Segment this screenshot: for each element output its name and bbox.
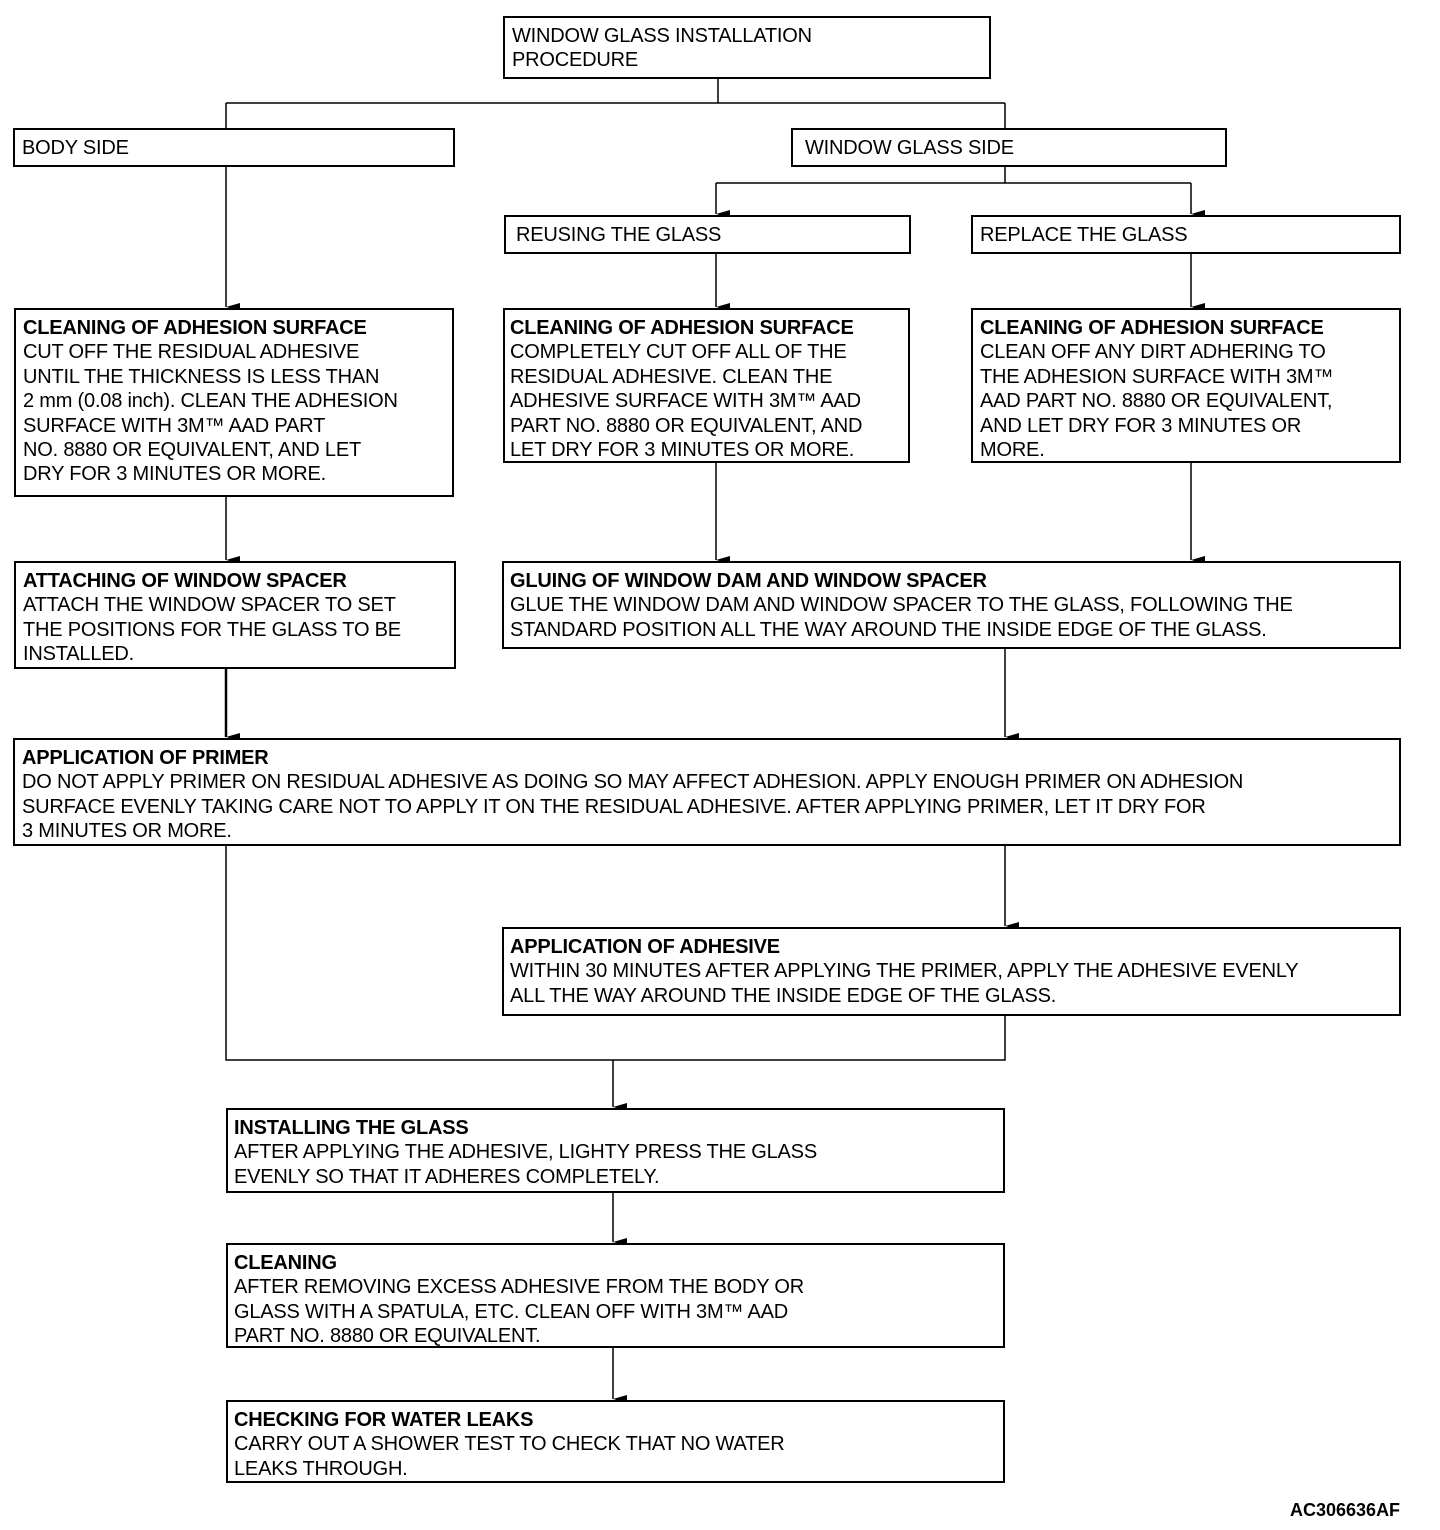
clean-body-heading: CLEANING OF ADHESION SURFACE xyxy=(23,317,367,339)
merge-connector xyxy=(225,845,1006,1061)
clean-replace-text: CLEAN OFF ANY DIRT ADHERING TO THE ADHES… xyxy=(980,341,1334,462)
title-text: WINDOW GLASS INSTALLATION PROCEDURE xyxy=(512,25,812,72)
primer-heading: APPLICATION OF PRIMER xyxy=(22,747,269,769)
cleaning-text: AFTER REMOVING EXCESS ADHESIVE FROM THE … xyxy=(234,1276,804,1348)
glass-side-split xyxy=(716,166,1191,184)
adhesive-heading: APPLICATION OF ADHESIVE xyxy=(510,936,780,958)
title-box: WINDOW GLASS INSTALLATION PROCEDURE xyxy=(503,16,991,79)
gluing-heading: GLUING OF WINDOW DAM AND WINDOW SPACER xyxy=(510,570,987,592)
spacer-heading: ATTACHING OF WINDOW SPACER xyxy=(23,570,347,592)
spacer-text: ATTACH THE WINDOW SPACER TO SET THE POSI… xyxy=(23,594,401,666)
primer-text: DO NOT APPLY PRIMER ON RESIDUAL ADHESIVE… xyxy=(22,771,1244,843)
clean-reuse-heading: CLEANING OF ADHESION SURFACE xyxy=(510,317,854,339)
cleaning-heading: CLEANING xyxy=(234,1252,337,1274)
figure-code: AC306636AF xyxy=(1290,1500,1401,1520)
leaks-heading: CHECKING FOR WATER LEAKS xyxy=(234,1409,534,1431)
reusing-glass-box: REUSING THE GLASS xyxy=(504,215,911,254)
body-side-label: BODY SIDE xyxy=(22,137,129,159)
gluing-text: GLUE THE WINDOW DAM AND WINDOW SPACER TO… xyxy=(510,594,1293,641)
install-heading: INSTALLING THE GLASS xyxy=(234,1117,469,1139)
replace-glass-box: REPLACE THE GLASS xyxy=(971,215,1401,254)
window-glass-side-label: WINDOW GLASS SIDE xyxy=(805,137,1014,159)
leaks-text: CARRY OUT A SHOWER TEST TO CHECK THAT NO… xyxy=(234,1433,785,1480)
body-side-box: BODY SIDE xyxy=(13,128,455,167)
install-text: AFTER APPLYING THE ADHESIVE, LIGHTY PRES… xyxy=(234,1141,817,1188)
adhesive-text: WITHIN 30 MINUTES AFTER APPLYING THE PRI… xyxy=(510,960,1299,1007)
clean-reuse-text: COMPLETELY CUT OFF ALL OF THE RESIDUAL A… xyxy=(510,341,863,462)
title-connector xyxy=(225,78,1006,128)
clean-replace-heading: CLEANING OF ADHESION SURFACE xyxy=(980,317,1324,339)
reusing-glass-label: REUSING THE GLASS xyxy=(516,224,722,246)
replace-glass-label: REPLACE THE GLASS xyxy=(980,224,1188,246)
clean-body-text: CUT OFF THE RESIDUAL ADHESIVE UNTIL THE … xyxy=(23,341,398,486)
window-glass-side-box: WINDOW GLASS SIDE xyxy=(791,128,1227,167)
